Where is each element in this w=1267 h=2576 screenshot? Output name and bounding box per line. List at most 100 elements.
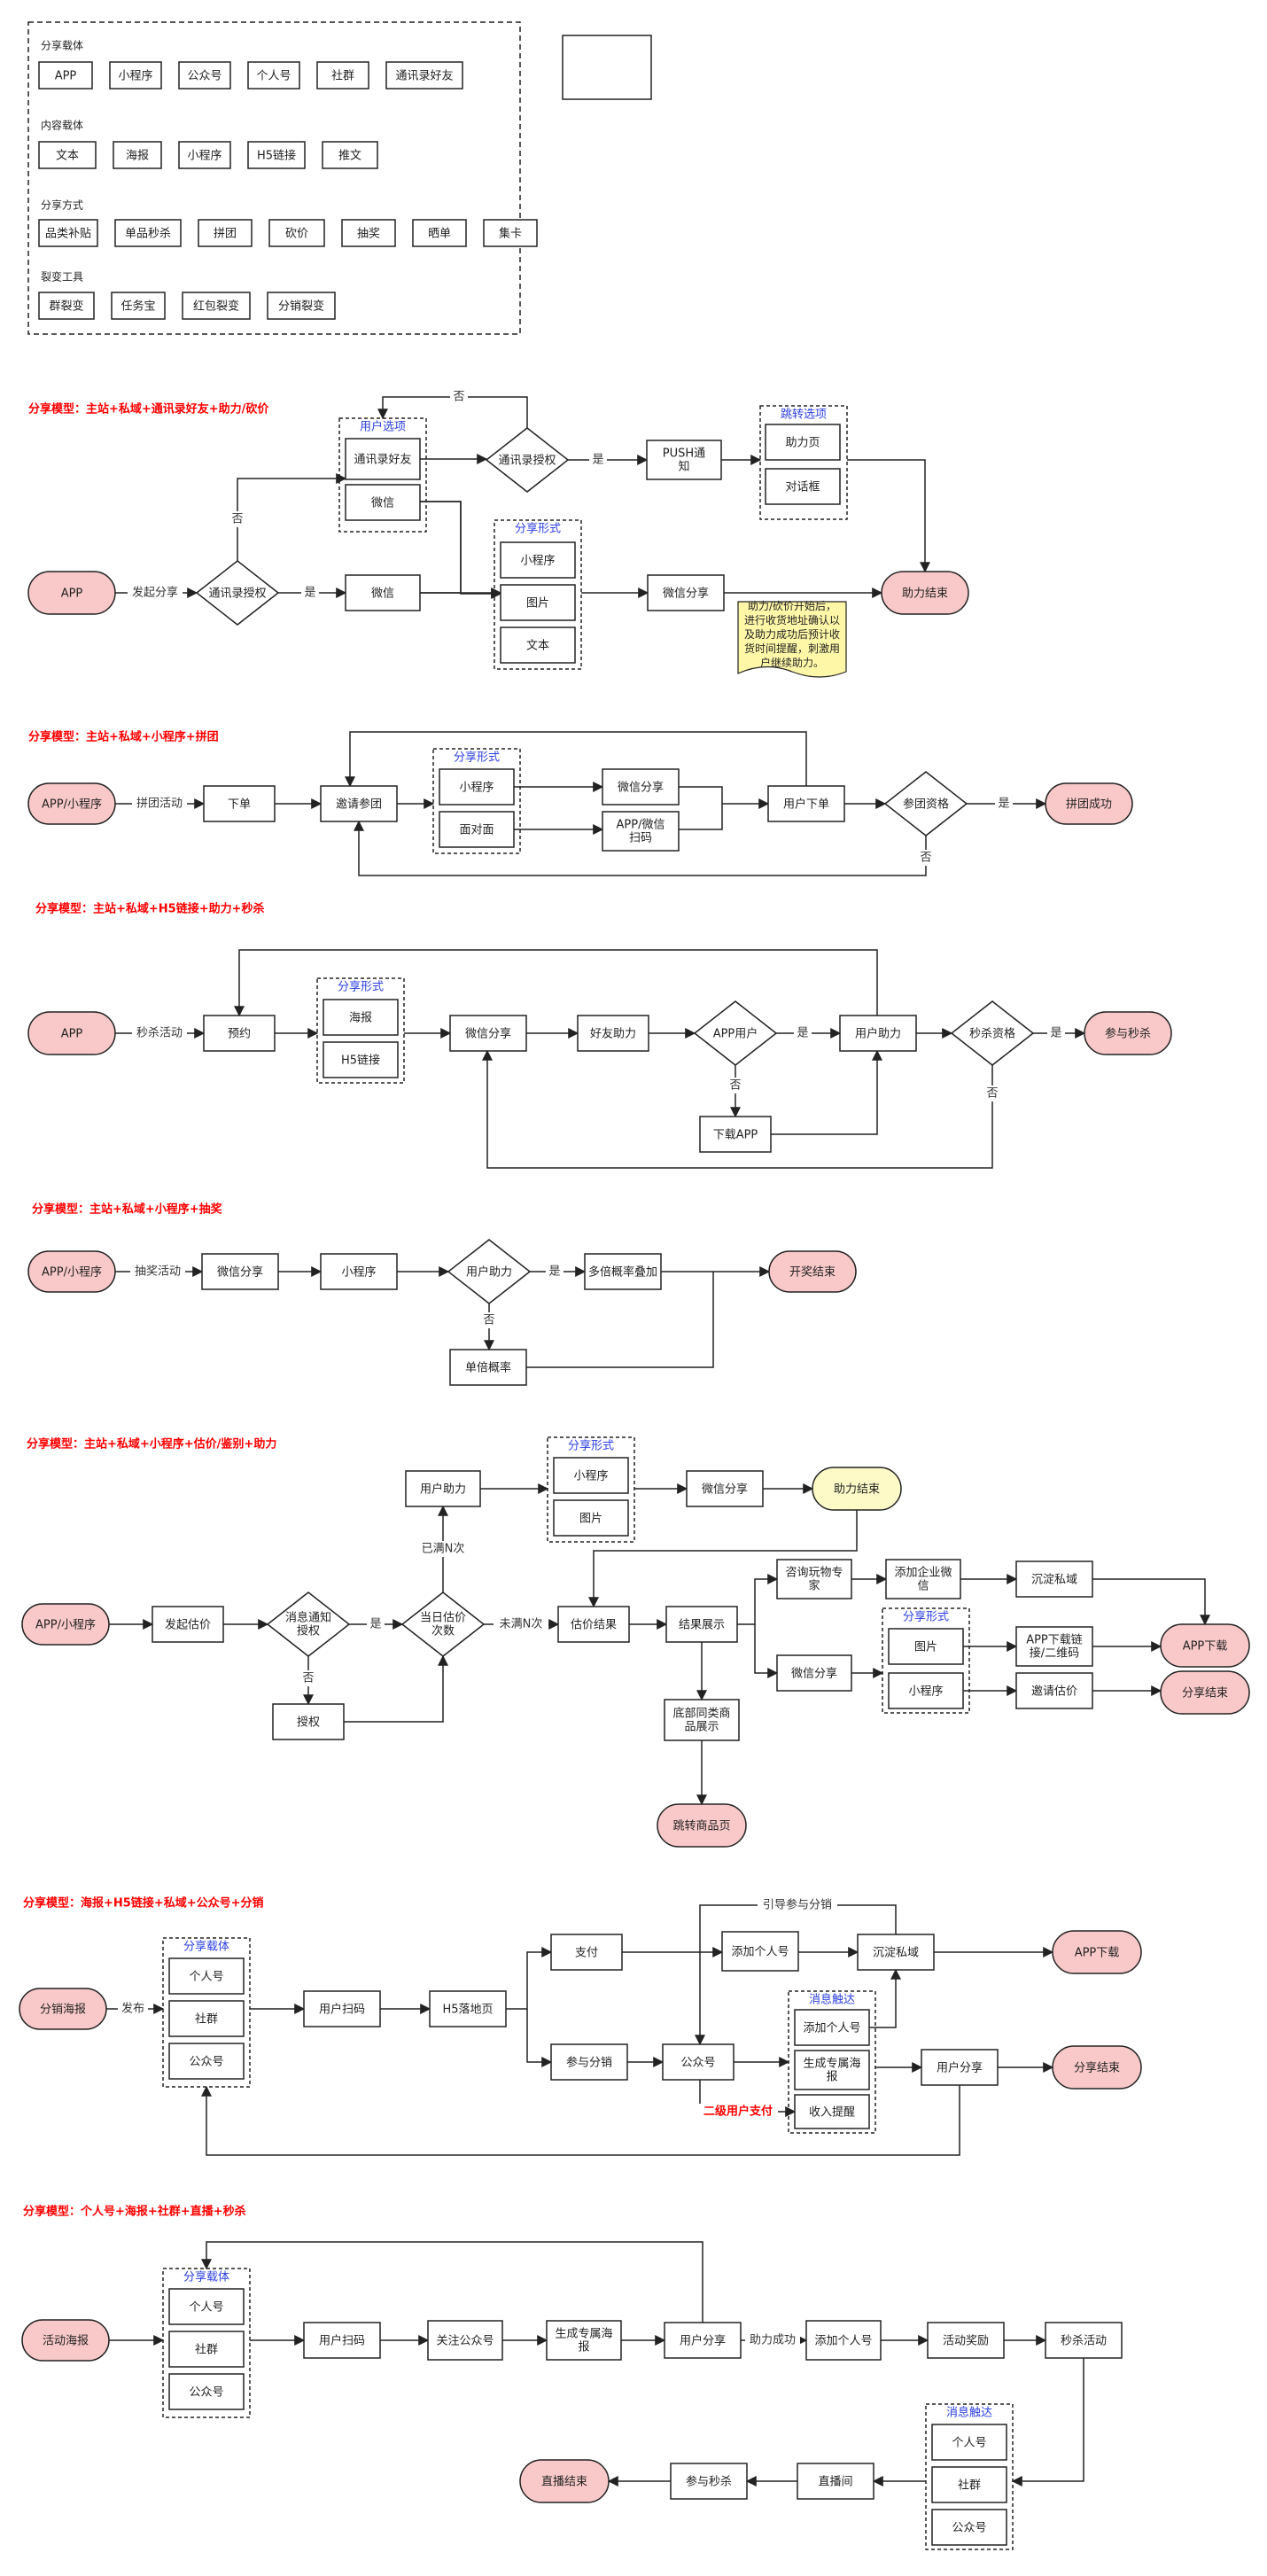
d6-edge-guide-label: 引导参与分销 bbox=[763, 1898, 832, 1912]
d3-end-shape bbox=[1084, 1011, 1172, 1055]
d2-end-label: 拼团成功 bbox=[1066, 798, 1112, 812]
d3-edge-no-1: 否 bbox=[729, 1079, 741, 1093]
d4-start-label: APP/小程序 bbox=[42, 1266, 102, 1280]
d7-follow-label: 关注公众号 bbox=[436, 2335, 494, 2348]
d3-download-shape bbox=[699, 1116, 772, 1153]
d2-invite-label: 邀请参团 bbox=[336, 798, 382, 812]
d7-live-shape bbox=[797, 2463, 874, 2500]
d5-form-1-shape bbox=[553, 1499, 629, 1537]
d1-wechat2-shape bbox=[345, 484, 421, 521]
d1-share-form-title: 分享形式 bbox=[515, 522, 561, 536]
d5-title: 分享模型：主站+私域+小程序+估价/鉴别+助力 bbox=[27, 1437, 276, 1451]
d5-edge-notfull: 未满N次 bbox=[500, 1617, 543, 1631]
d6-start: 分销海报 bbox=[19, 1988, 107, 2030]
legend-item-0-3-shape bbox=[247, 61, 300, 89]
d5-form2-0-shape bbox=[888, 1628, 964, 1665]
d7-seckill-shape bbox=[1045, 2322, 1123, 2359]
d3-share-form-frame bbox=[316, 977, 405, 1084]
d7-carrier-1-shape bbox=[168, 2331, 245, 2368]
d4-multi-label: 多倍概率叠加 bbox=[588, 1265, 657, 1280]
d1-share-form-frame bbox=[494, 519, 582, 670]
legend-item-0-4-label: 社群 bbox=[331, 69, 354, 83]
legend-item-2-1-label: 单品秒杀 bbox=[125, 228, 171, 241]
legend-item-1-0-shape bbox=[38, 141, 97, 169]
d7-follow-shape bbox=[427, 2320, 503, 2361]
d4-title: 分享模型：主站+私域+小程序+抽奖 bbox=[32, 1202, 223, 1217]
d2-form-1-label: 面对面 bbox=[459, 824, 494, 837]
d3-reserve: 预约 bbox=[203, 1015, 276, 1052]
d6-start-label: 分销海报 bbox=[40, 2004, 86, 2017]
d7-join-seckill-label: 参与秒杀 bbox=[686, 2475, 732, 2489]
d3-reserve-label: 预约 bbox=[228, 1028, 251, 1041]
d3-form-0-shape bbox=[323, 999, 399, 1036]
d2-end-shape bbox=[1045, 782, 1133, 825]
legend-item-1-4-label: 推文 bbox=[338, 150, 361, 163]
d3-wechat-share: 微信分享 bbox=[449, 1015, 527, 1052]
d7-reward: 活动奖励 bbox=[927, 2322, 1005, 2359]
d1-dialog: 对话框 bbox=[765, 468, 841, 505]
d6-carriers-frame bbox=[162, 1937, 251, 2088]
d6-trigger-1: 生成专属海报 bbox=[794, 2050, 870, 2090]
d4-user-help-label: 用户助力 bbox=[466, 1265, 512, 1280]
d2-edge-start-label-bg bbox=[132, 796, 187, 812]
d6-h5-shape bbox=[429, 1990, 507, 2027]
legend-item-2-1-shape bbox=[114, 219, 182, 247]
d7-seckill-label: 秒杀活动 bbox=[1061, 2335, 1107, 2348]
d1-note-shape bbox=[737, 601, 847, 678]
d5-form2-1: 小程序 bbox=[888, 1672, 964, 1709]
d5-edge-private-app bbox=[1092, 1578, 1210, 1626]
legend-item-1-3: H5链接 bbox=[247, 141, 306, 169]
d1-app-shape bbox=[27, 571, 116, 615]
d5-app-download: APP下载 bbox=[1160, 1623, 1250, 1668]
legend-item-1-1-shape bbox=[113, 141, 162, 169]
d5-wechat-share2-shape bbox=[776, 1654, 852, 1692]
d2-wechat-share-shape bbox=[602, 768, 680, 805]
d6-app-download-shape bbox=[1052, 1930, 1142, 1974]
d1-app: APP bbox=[27, 571, 116, 615]
d5-authorize-label: 授权 bbox=[297, 1716, 320, 1730]
d5-jump: 跳转商品页 bbox=[657, 1803, 747, 1848]
legend-item-2-2-shape bbox=[198, 219, 253, 247]
d5-form2-0-label: 图片 bbox=[914, 1641, 937, 1654]
d6-trigger-0-label: 添加个人号 bbox=[803, 2022, 860, 2035]
d3-edge-start-label-bg bbox=[132, 1025, 187, 1041]
legend-item-0-0: APP bbox=[38, 61, 93, 89]
d5-add-wecom-shape bbox=[885, 1559, 961, 1599]
d6-trigger-1-label: 生成专属海报 bbox=[803, 2058, 860, 2084]
d6-carrier-0-shape bbox=[168, 1957, 245, 1995]
d6-scan: 用户扫码 bbox=[303, 1990, 381, 2027]
d3-download-label: 下载APP bbox=[713, 1129, 758, 1142]
d3-friend-help: 好友助力 bbox=[577, 1015, 649, 1052]
d7-carrier-2: 公众号 bbox=[168, 2373, 245, 2410]
d6-carrier-2: 公众号 bbox=[168, 2043, 245, 2080]
d6-private-shape bbox=[857, 1934, 935, 1971]
d5-estimate-shape bbox=[152, 1606, 224, 1643]
d7-user-share: 用户分享 bbox=[664, 2322, 742, 2359]
d4-multi: 多倍概率叠加 bbox=[584, 1253, 662, 1290]
d1-wechat-shape bbox=[345, 574, 421, 611]
d5-form2-0: 图片 bbox=[888, 1628, 964, 1665]
d1-wechat2: 微信 bbox=[345, 484, 421, 521]
d2-order: 下单 bbox=[203, 785, 276, 822]
d1-note-text: 助力/砍价开始后，进行收货地址确认以及助力成功后预计收货时间提醒，刺激用户继续助… bbox=[744, 599, 840, 669]
d6-user-share: 用户分享 bbox=[921, 2049, 999, 2086]
d5-form-1-label: 图片 bbox=[579, 1513, 602, 1526]
d7-trigger-0-shape bbox=[931, 2424, 1007, 2461]
legend-item-1-3-label: H5链接 bbox=[257, 149, 296, 163]
d5-daily-label: 当日估价次数 bbox=[420, 1612, 466, 1638]
d7-triggers: 消息触达 bbox=[925, 2403, 1014, 2550]
d5-invite-est: 邀请估价 bbox=[1015, 1672, 1093, 1709]
d6-scan-shape bbox=[303, 1990, 381, 2027]
d5-help-end: 助力结束 bbox=[812, 1467, 902, 1511]
d3-form-0-label: 海报 bbox=[349, 1012, 372, 1025]
d7-scan: 用户扫码 bbox=[303, 2322, 381, 2359]
d5-edge-yes: 是 bbox=[369, 1618, 381, 1631]
legend-item-2-6-shape bbox=[483, 219, 538, 247]
d3-edge-no-1-bg bbox=[727, 1078, 744, 1093]
d7-start: 活动海报 bbox=[21, 2319, 110, 2362]
d3-user-help-shape bbox=[839, 1015, 917, 1052]
d3-wechat-share-label: 微信分享 bbox=[465, 1027, 511, 1041]
d5-daily-shape bbox=[400, 1592, 486, 1657]
d5-edge-notfull-bg bbox=[494, 1616, 548, 1632]
d6-add-personal: 添加个人号 bbox=[721, 1931, 799, 1972]
